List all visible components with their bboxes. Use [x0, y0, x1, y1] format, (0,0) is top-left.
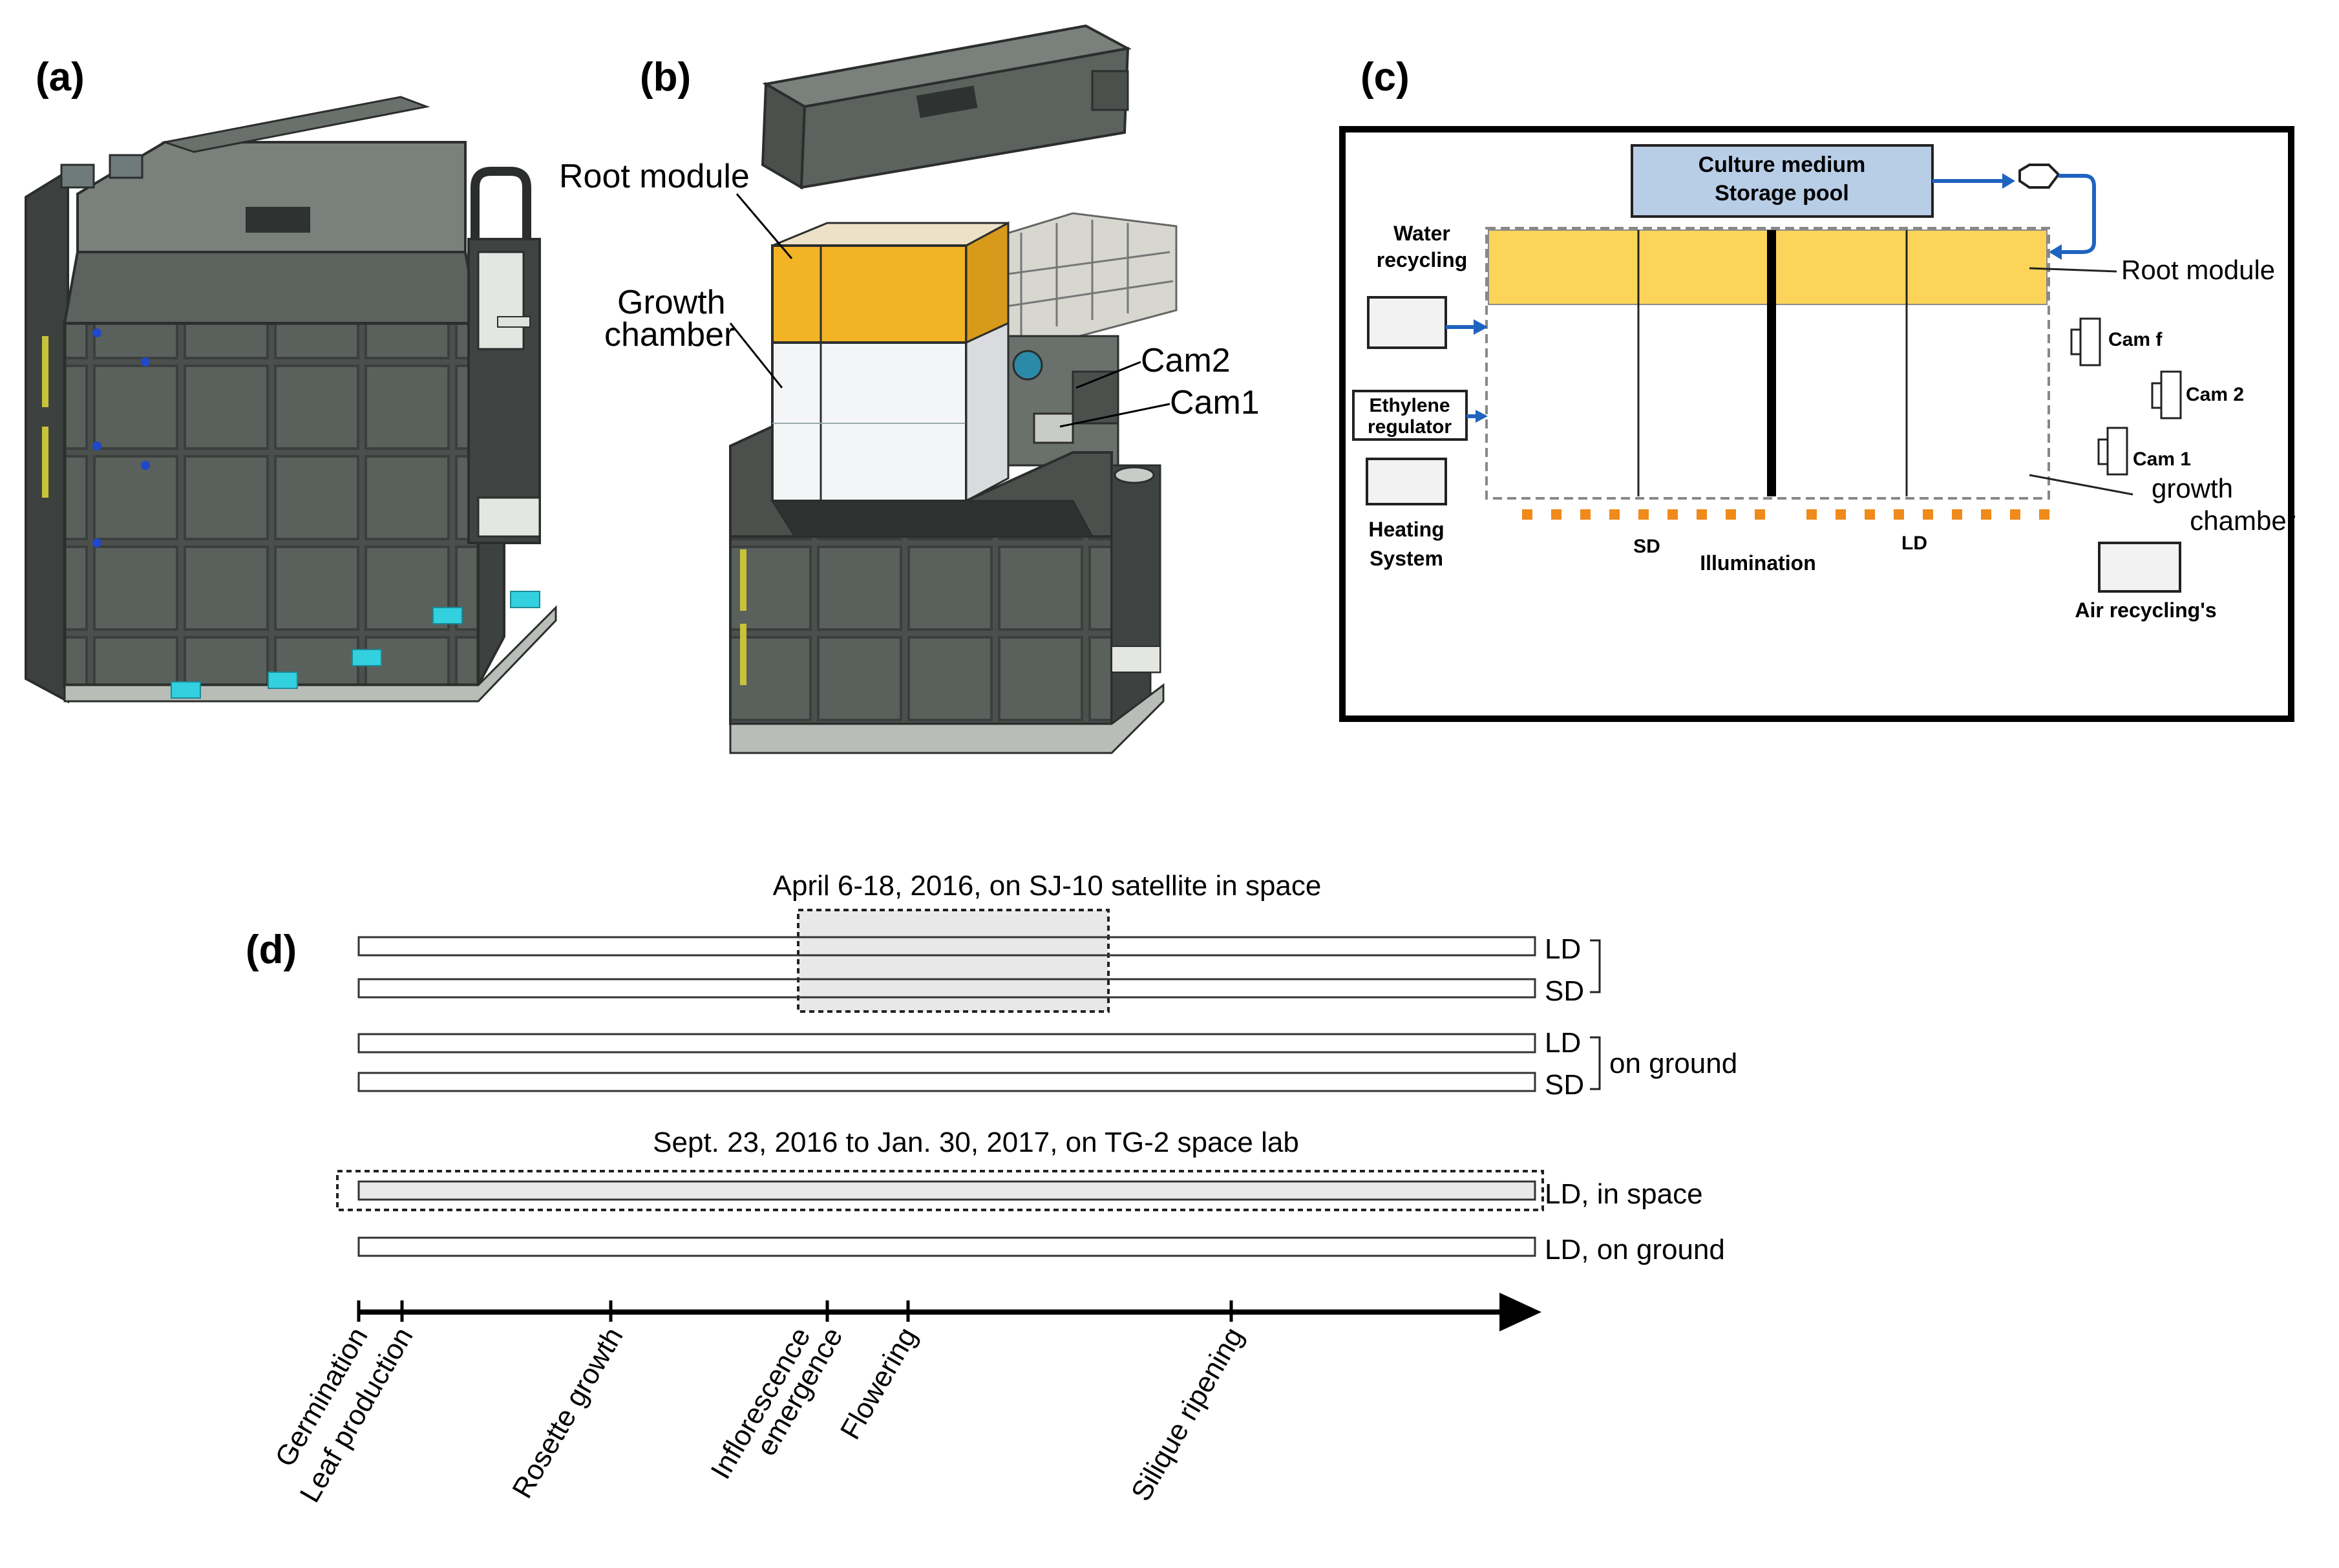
stage-flowering: Flowering: [834, 1322, 924, 1445]
tg2-title: Sept. 23, 2016 to Jan. 30, 2017, on TG-2…: [653, 1127, 1299, 1158]
logo-plate-icon: [246, 207, 310, 233]
bar6-label: LD, on ground: [1545, 1234, 1725, 1266]
growth-chamber-c-line2: chamber: [2190, 505, 2295, 536]
illumination-light: [1522, 509, 1532, 520]
water-line1: Water: [1393, 222, 1450, 245]
camera-2-icon: [2151, 370, 2182, 419]
panel-d: (d) April 6-18, 2016, on SJ-10 satellite…: [246, 870, 1737, 1508]
panel-a-label: (a): [36, 55, 85, 100]
bracket-space: [1590, 939, 1601, 993]
heating-system-box: [1366, 458, 1447, 505]
timeline-bar-5: [357, 1180, 1536, 1201]
sj10-highlight: [797, 909, 1110, 1013]
root-module-label: Root module: [559, 158, 750, 195]
camera-lens-icon: [1012, 350, 1043, 381]
culture-medium-line1: Culture medium: [1699, 153, 1866, 177]
cam1-leader: [1059, 403, 1170, 428]
sj10-title: April 6-18, 2016, on SJ-10 satellite in …: [773, 870, 1322, 902]
growth-chamber-leader: [729, 323, 783, 388]
illumination-light: [1806, 509, 1817, 520]
cam2-leader: [1075, 361, 1141, 389]
illumination-light: [1697, 509, 1707, 520]
bar1-label: LD: [1545, 933, 1581, 965]
ethylene-regulator-box: [1352, 390, 1468, 441]
cam-1-label: Cam 1: [2133, 449, 2191, 470]
panel-b: (b): [559, 24, 1260, 754]
timeline-bar-2: [357, 978, 1536, 999]
illumination-light: [1638, 509, 1649, 520]
timeline-bar-3: [357, 1033, 1536, 1054]
illumination-light: [1836, 509, 1846, 520]
ethylene-line2: regulator: [1368, 416, 1452, 438]
illumination-light: [1726, 509, 1736, 520]
air-recycling-box: [2098, 542, 2181, 593]
panel-d-label: (d): [246, 927, 297, 972]
water-recycling-box: [1367, 296, 1447, 349]
panel-c-label: (c): [1360, 55, 1410, 100]
cam2-label: Cam2: [1141, 342, 1231, 379]
culture-medium-line2: Storage pool: [1715, 181, 1849, 206]
illumination-light: [1580, 509, 1591, 520]
root-module-block: [771, 244, 968, 344]
bracket-ground: [1590, 1036, 1601, 1090]
exploded-assembly-b: [729, 24, 1178, 754]
growth-chamber-label-line2: chamber: [604, 316, 735, 354]
growth-chamber-c-line1: growth: [2152, 473, 2233, 503]
handle-icon: [471, 167, 531, 239]
pipe-to-root: [2059, 174, 2096, 254]
stage-rosette-growth: Rosette growth: [506, 1322, 629, 1504]
illumination-light: [1551, 509, 1561, 520]
illumination-light: [1894, 509, 1904, 520]
heating-line2: System: [1370, 547, 1443, 570]
bar4-label: SD: [1545, 1069, 1584, 1101]
illumination-light: [2010, 509, 2020, 520]
growth-chamber-leader-c: [2029, 474, 2133, 496]
pump-icon: [2018, 164, 2060, 189]
bar3-label: LD: [1545, 1027, 1581, 1059]
tg2-highlight: [336, 1170, 1544, 1211]
illumination-light: [1952, 509, 1962, 520]
sd-label-c: SD: [1633, 536, 1660, 557]
illumination-light: [1667, 509, 1678, 520]
timeline-bar-6: [357, 1236, 1536, 1257]
illumination-light: [1923, 509, 1933, 520]
timeline-bar-4: [357, 1072, 1536, 1092]
growth-chamber-block: [771, 341, 968, 502]
illumination-light: [1981, 509, 1991, 520]
camera-f-icon: [2070, 317, 2101, 366]
cam-2-label: Cam 2: [2186, 384, 2244, 405]
water-line2: recycling: [1377, 248, 1468, 271]
root-module-leader: [736, 193, 793, 259]
panel-a: (a): [25, 55, 557, 704]
root-module-leader-c: [2029, 267, 2117, 273]
illumination-light: [1865, 509, 1875, 520]
payload-assembly-a: [25, 96, 557, 704]
bar2-label: SD: [1545, 975, 1584, 1007]
illumination-light: [2039, 509, 2049, 520]
camera-1-icon: [2097, 427, 2128, 476]
air-recycling-label: Air recycling's: [2075, 599, 2216, 622]
chamber-divider: [1767, 230, 1776, 496]
ld-label-c: LD: [1901, 533, 1927, 554]
stage-silique-ripening: Silique ripening: [1125, 1322, 1250, 1507]
cam1-label: Cam1: [1170, 384, 1260, 421]
illumination-light: [1755, 509, 1765, 520]
illumination-ld-lights: [1806, 509, 2049, 520]
bar5-label: LD, in space: [1545, 1178, 1703, 1210]
on-ground-label: on ground: [1609, 1048, 1737, 1079]
panel-c: (c) Culture medium Storage pool Water re…: [1339, 55, 2296, 722]
root-module-label-c: Root module: [2121, 255, 2275, 285]
heating-line1: Heating: [1368, 518, 1444, 541]
illumination-sd-lights: [1522, 509, 1765, 520]
panel-b-label: (b): [640, 55, 691, 100]
growth-chamber-label-line1: Growth: [617, 284, 726, 321]
ethylene-line1: Ethylene: [1369, 395, 1450, 416]
illumination-label: Illumination: [1700, 551, 1816, 575]
timeline-bar-1: [357, 936, 1536, 957]
illumination-light: [1609, 509, 1620, 520]
cam-f-label: Cam f: [2108, 329, 2163, 350]
timeline-arrowhead-icon: [1499, 1293, 1541, 1331]
